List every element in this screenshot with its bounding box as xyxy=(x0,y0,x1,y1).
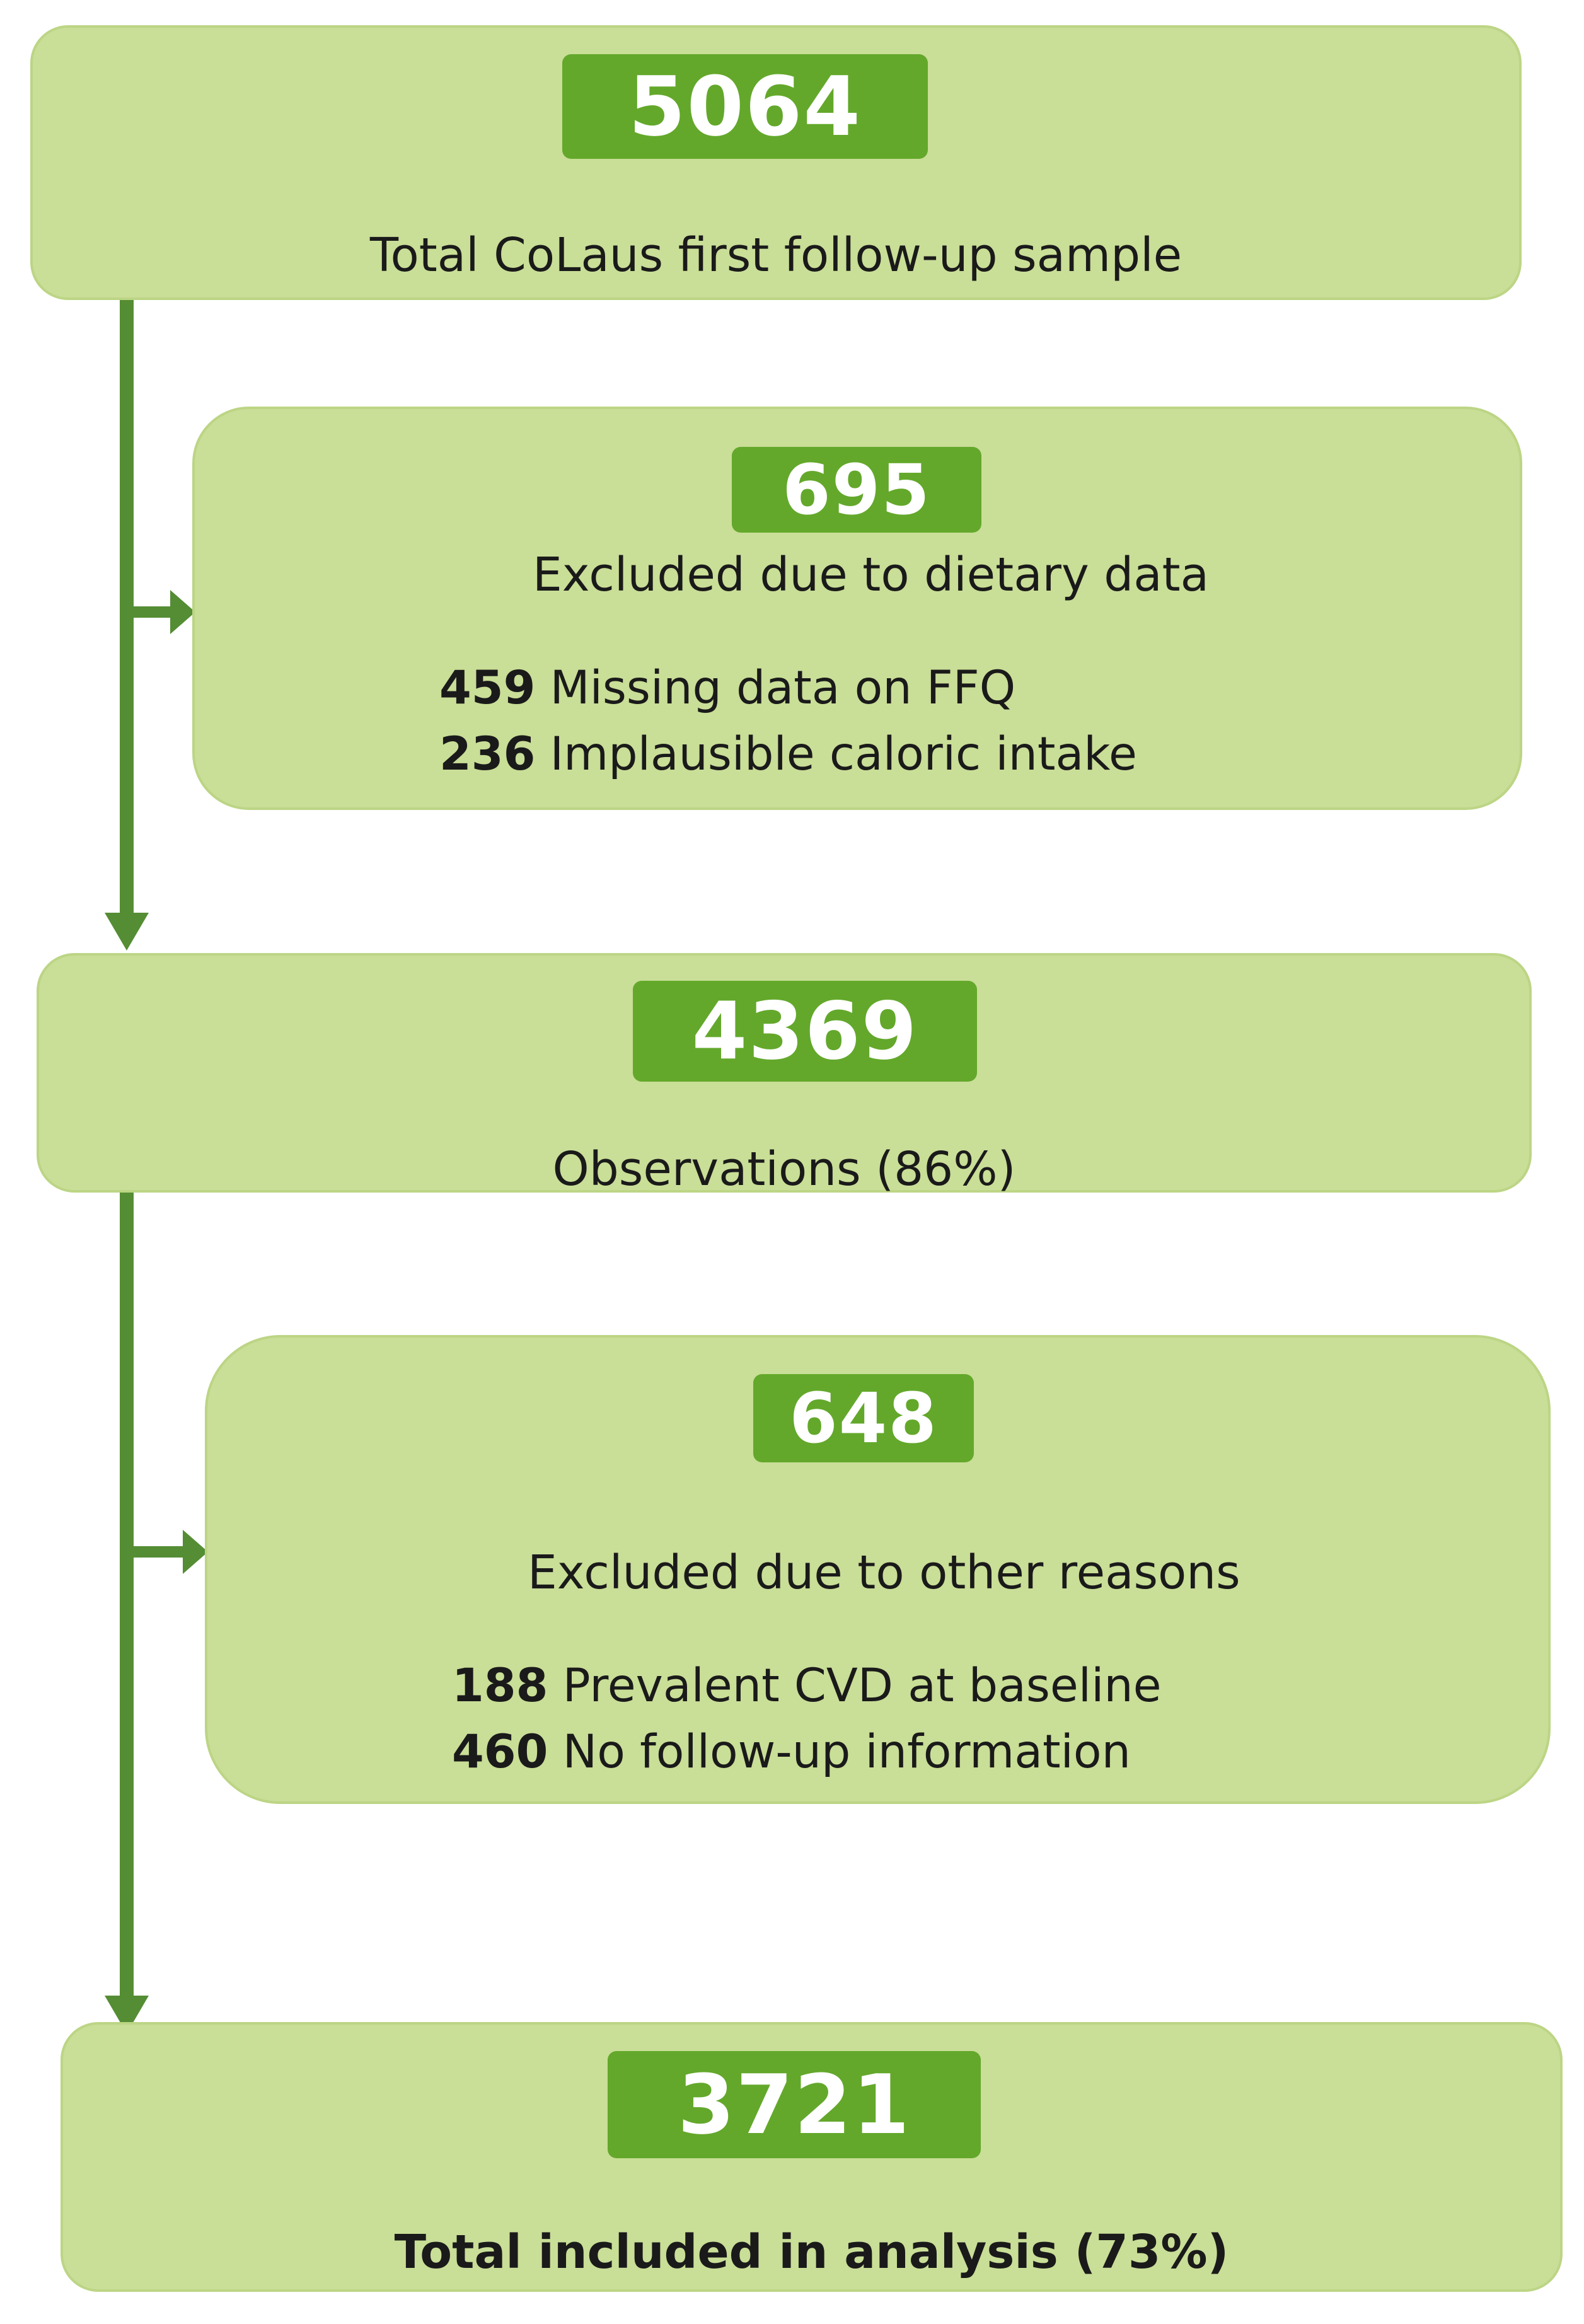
connector-line-2 xyxy=(120,1189,134,2002)
item-text: No follow-up information xyxy=(562,1725,1131,1779)
excluded-dietary-item-2: 236 Implausible caloric intake xyxy=(439,727,1137,781)
item-text: Missing data on FFQ xyxy=(550,661,1016,715)
arrow-head-to-observations xyxy=(105,913,149,951)
item-text: Implausible caloric intake xyxy=(550,727,1137,781)
total-sample-label: Total CoLaus first follow-up sample xyxy=(369,228,1182,282)
total-sample-count: 5064 xyxy=(562,54,928,159)
total-included-label: Total included in analysis (73%) xyxy=(394,2225,1229,2279)
arrow-head-to-total-included xyxy=(105,1996,149,2033)
arrow-head-to-excluded-other xyxy=(183,1530,208,1574)
observations-label: Observations (86%) xyxy=(552,1142,1016,1196)
observations-count: 4369 xyxy=(633,981,977,1082)
excluded-dietary-box: 695 Excluded due to dietary data 459 Mis… xyxy=(192,407,1522,810)
excluded-other-item-2: 460 No follow-up information xyxy=(452,1725,1131,1779)
item-count: 460 xyxy=(452,1725,548,1779)
excluded-other-label: Excluded due to other reasons xyxy=(528,1546,1240,1600)
total-included-box: 3721 Total included in analysis (73%) xyxy=(61,2022,1563,2292)
item-text: Prevalent CVD at baseline xyxy=(562,1659,1162,1713)
arrow-head-to-excluded-dietary xyxy=(170,590,195,634)
excluded-other-count: 648 xyxy=(753,1374,974,1462)
item-count: 188 xyxy=(452,1659,548,1713)
total-included-count: 3721 xyxy=(608,2051,981,2158)
total-sample-box: 5064 Total CoLaus first follow-up sample xyxy=(30,25,1522,300)
excluded-other-item-1: 188 Prevalent CVD at baseline xyxy=(452,1659,1162,1713)
excluded-other-box: 648 Excluded due to other reasons 188 Pr… xyxy=(205,1335,1551,1804)
connector-branch-1 xyxy=(127,606,177,618)
item-count: 459 xyxy=(439,661,536,715)
item-count: 236 xyxy=(439,727,536,781)
excluded-dietary-item-1: 459 Missing data on FFQ xyxy=(439,661,1015,715)
excluded-dietary-label: Excluded due to dietary data xyxy=(533,548,1209,602)
connector-branch-2 xyxy=(127,1546,190,1558)
observations-box: 4369 Observations (86%) xyxy=(37,953,1532,1196)
excluded-dietary-count: 695 xyxy=(732,447,981,533)
